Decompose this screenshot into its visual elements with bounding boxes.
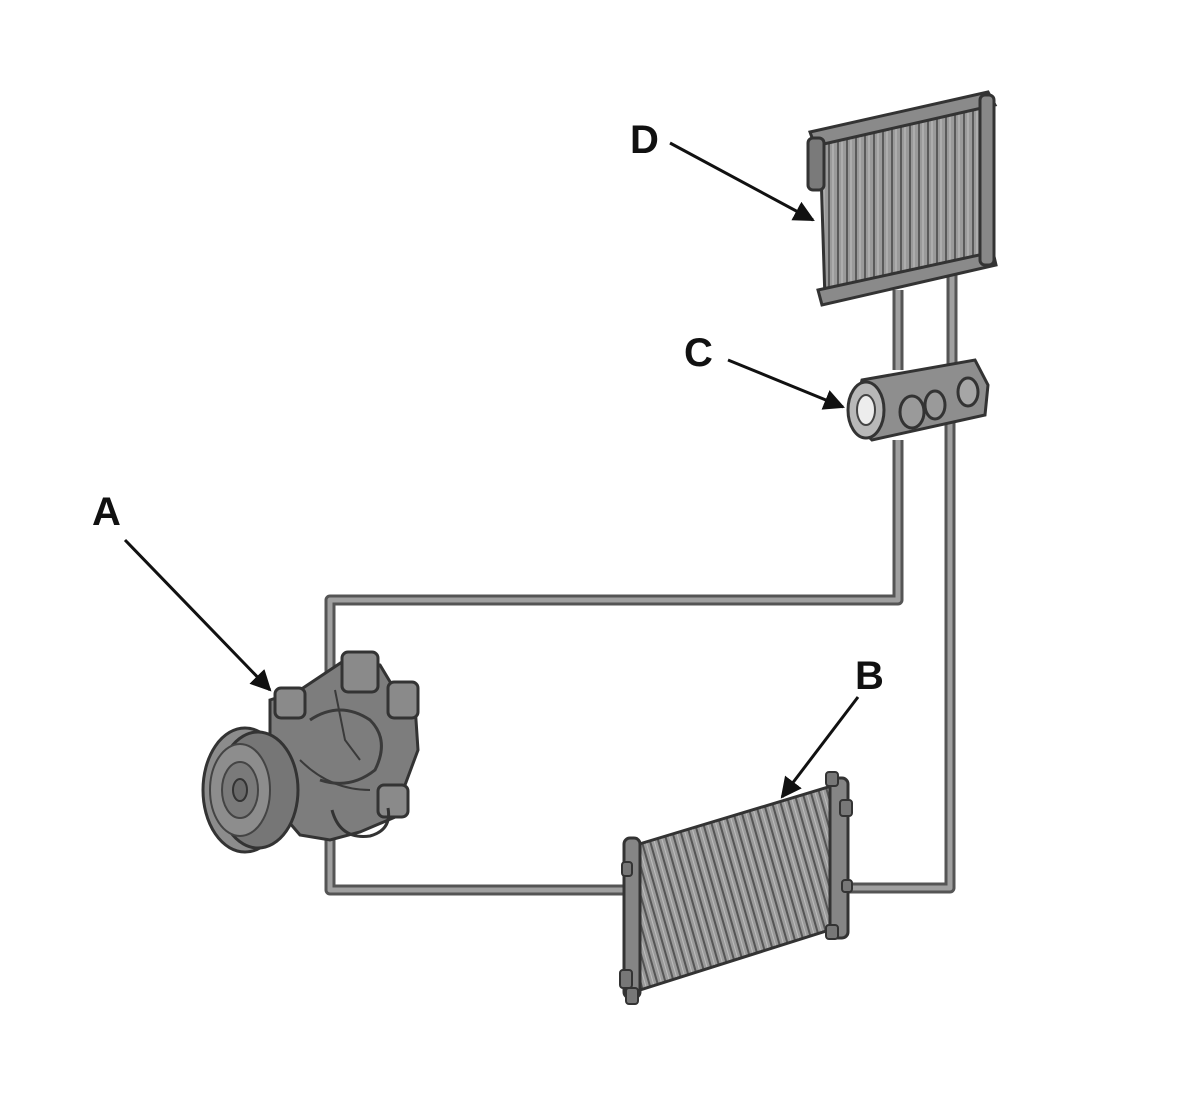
expansion-valve-c [846, 358, 990, 442]
callout-label-b: B [855, 654, 884, 698]
suction-line [324, 440, 904, 720]
compressor-a [201, 650, 420, 854]
arrow-c [727, 358, 845, 410]
refrigerant-lines [324, 270, 958, 896]
condenser-b [619, 771, 853, 1005]
callout-label-a: A [92, 490, 121, 534]
evaporator-d [806, 90, 998, 307]
arrow-a [123, 538, 272, 692]
callout-label-c: C [684, 331, 713, 375]
arrow-d [669, 141, 815, 222]
leader-arrows [123, 141, 860, 799]
callout-label-d: D [630, 118, 659, 162]
arrow-b [780, 696, 860, 799]
